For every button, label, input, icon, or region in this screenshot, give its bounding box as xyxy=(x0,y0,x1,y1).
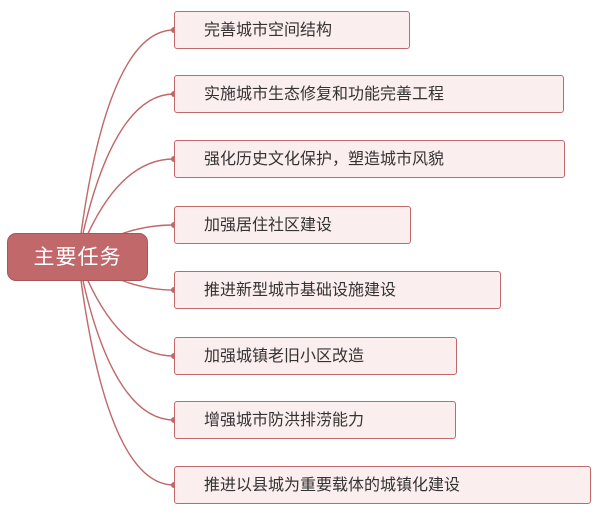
connector-task-7 xyxy=(77,256,175,421)
task-node[interactable]: 增强城市防洪排涝能力 xyxy=(174,401,456,439)
task-node[interactable]: 强化历史文化保护，塑造城市风貌 xyxy=(174,140,565,178)
task-node[interactable]: 推进以县城为重要载体的城镇化建设 xyxy=(174,466,591,504)
task-node[interactable]: 推进新型城市基础设施建设 xyxy=(174,271,501,309)
task-node[interactable]: 实施城市生态修复和功能完善工程 xyxy=(174,75,564,113)
root-node[interactable]: 主要任务 xyxy=(7,233,148,281)
task-node[interactable]: 加强城镇老旧小区改造 xyxy=(174,337,457,375)
connector-task-1 xyxy=(77,29,175,258)
task-node[interactable]: 加强居住社区建设 xyxy=(174,206,411,244)
task-node[interactable]: 完善城市空间结构 xyxy=(174,11,410,49)
connector-task-2 xyxy=(77,93,175,258)
connector-task-8 xyxy=(77,256,175,486)
